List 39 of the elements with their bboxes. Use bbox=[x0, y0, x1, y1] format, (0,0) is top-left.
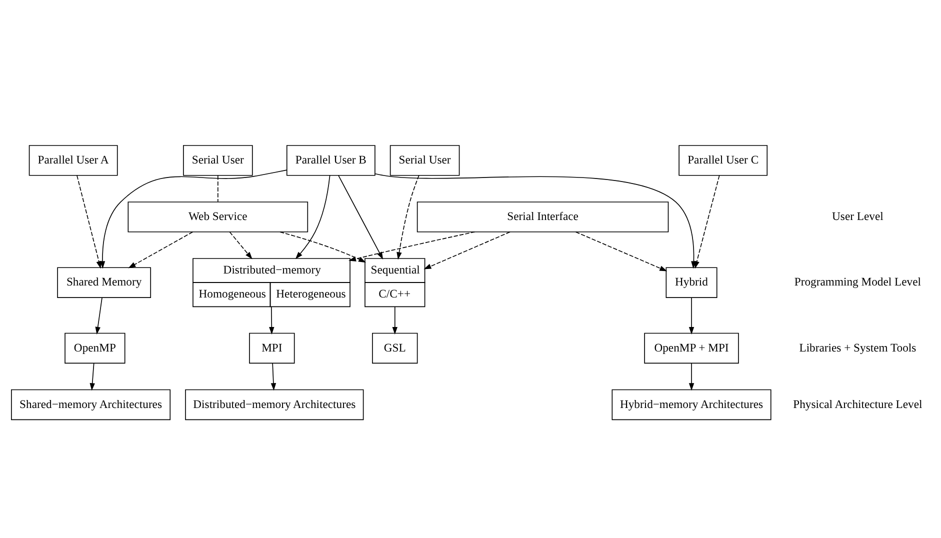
arrow bbox=[396, 174, 420, 260]
arrow bbox=[424, 231, 510, 269]
arrow bbox=[688, 296, 694, 334]
arrow bbox=[229, 231, 252, 259]
node-box: Web Service bbox=[128, 201, 308, 232]
label: Libraries + System Tools bbox=[799, 340, 916, 354]
arrow bbox=[338, 174, 384, 259]
node-box: Serial User bbox=[183, 144, 253, 176]
node-box: Parallel User B bbox=[286, 144, 376, 176]
arrow bbox=[280, 231, 366, 262]
arrow bbox=[100, 169, 288, 268]
node-box: Shared Memory bbox=[57, 266, 152, 298]
label: User Level bbox=[832, 210, 884, 223]
arrow bbox=[95, 296, 102, 334]
node-box: GSL bbox=[372, 332, 418, 364]
node-box: OpenMP bbox=[64, 332, 126, 364]
arrow bbox=[392, 306, 398, 334]
node-box: MPI bbox=[249, 332, 295, 364]
node-box: Parallel User A bbox=[28, 144, 118, 176]
arrow bbox=[694, 174, 720, 268]
arrow bbox=[270, 362, 276, 390]
node-box: Distributed−memory Architectures bbox=[185, 388, 364, 420]
node-box: Shared−memory Architectures bbox=[11, 388, 171, 420]
node-box: Hybrid bbox=[666, 266, 718, 298]
arrow bbox=[295, 174, 330, 259]
arrow bbox=[269, 306, 274, 334]
arrow bbox=[128, 231, 194, 268]
label: Programming Model Level bbox=[794, 275, 921, 288]
node-box: Serial Interface bbox=[416, 201, 669, 232]
arrow bbox=[76, 174, 102, 268]
arrow bbox=[575, 231, 668, 271]
node-box: Serial User bbox=[390, 144, 460, 176]
node-box: OpenMP + MPI bbox=[644, 332, 739, 364]
arrow bbox=[688, 362, 694, 390]
node-box: Parallel User C bbox=[678, 144, 768, 176]
label: Physical Architecture Level bbox=[793, 397, 922, 410]
node-box: Hybrid−memory Architectures bbox=[612, 388, 772, 420]
arrow bbox=[90, 362, 95, 390]
arrow bbox=[348, 230, 476, 261]
